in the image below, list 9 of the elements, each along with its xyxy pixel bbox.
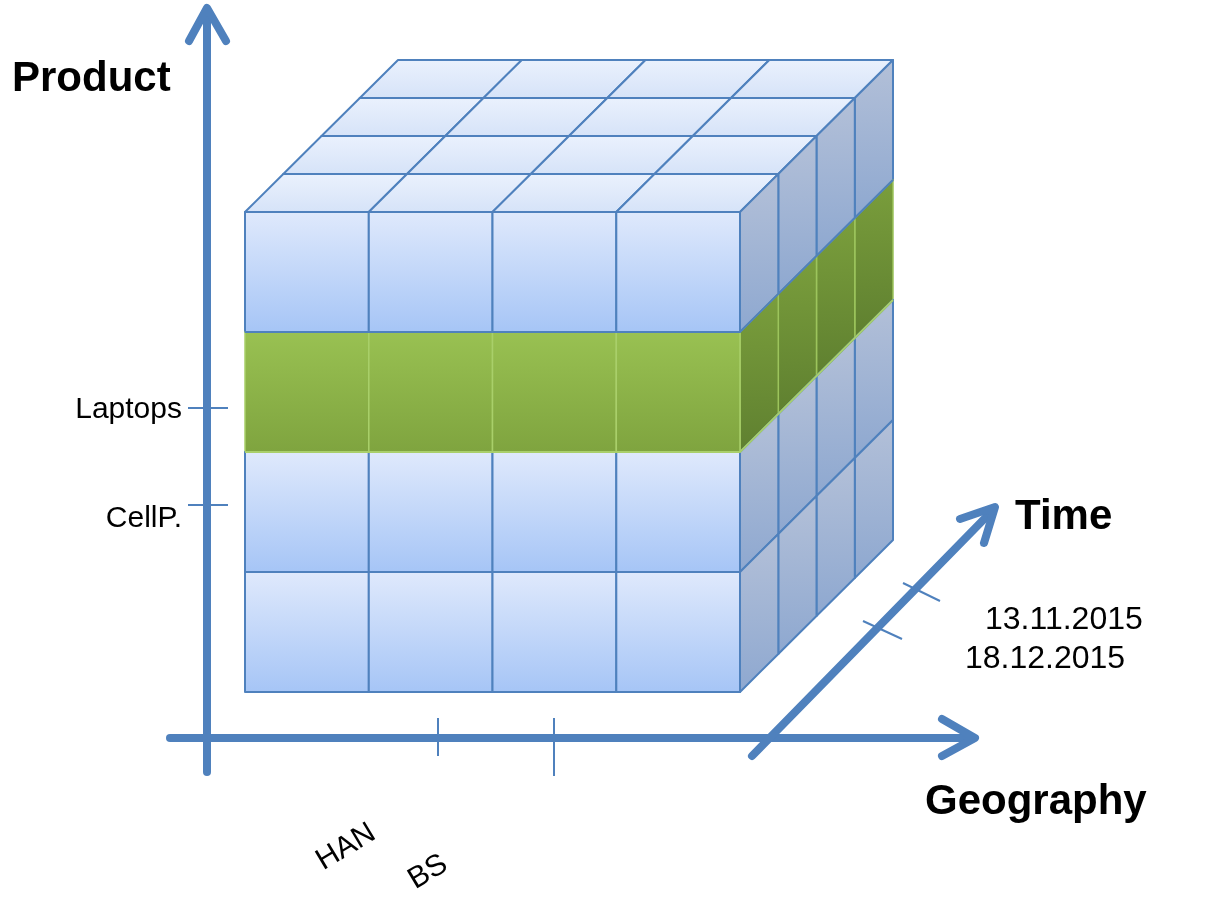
tick-label: 18.12.2015: [965, 641, 1126, 673]
tick-label: HAN: [310, 816, 380, 875]
tick-label: Laptops: [75, 393, 182, 423]
axis-title: Time: [1015, 494, 1113, 536]
tick-label: 13.11.2015: [985, 602, 1143, 634]
axis-title: Geography: [925, 779, 1147, 821]
axis-title: Product: [12, 56, 171, 98]
tick-label: BS: [402, 847, 453, 894]
tick-label: CellP.: [105, 502, 182, 532]
